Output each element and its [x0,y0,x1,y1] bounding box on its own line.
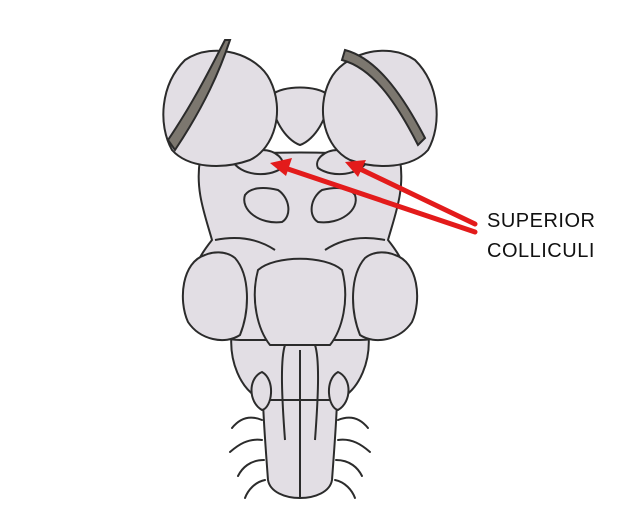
pointer-arrows [270,158,478,235]
label-colliculi: COLLICULI [487,240,595,262]
olive-right [328,371,350,411]
middle-cerebellar-peduncle-left [181,251,248,342]
arrow-head-left [270,158,292,176]
arrow-head-right [345,160,366,177]
brainstem-body [181,86,419,499]
middle-cerebellar-peduncle-right [352,251,419,342]
superior-cerebellar-peduncle [214,237,386,251]
cranial-nerve-roots-right [334,416,371,499]
arrow-line-right [355,165,478,227]
pyramid [280,344,320,498]
arrow-line-left [282,165,478,235]
cranial-nerve-roots-left [229,416,266,499]
left-thalamus-band [166,39,232,152]
label-superior: SUPERIOR [487,210,596,232]
right-thalamus-band [340,48,427,147]
basilar-pons [253,257,347,346]
third-ventricle [270,86,330,146]
inferior-colliculus-left [243,186,290,224]
olive-left [250,371,272,411]
right-thalamus [322,49,438,167]
left-thalamus [162,49,278,167]
thalamus-group [162,39,438,167]
